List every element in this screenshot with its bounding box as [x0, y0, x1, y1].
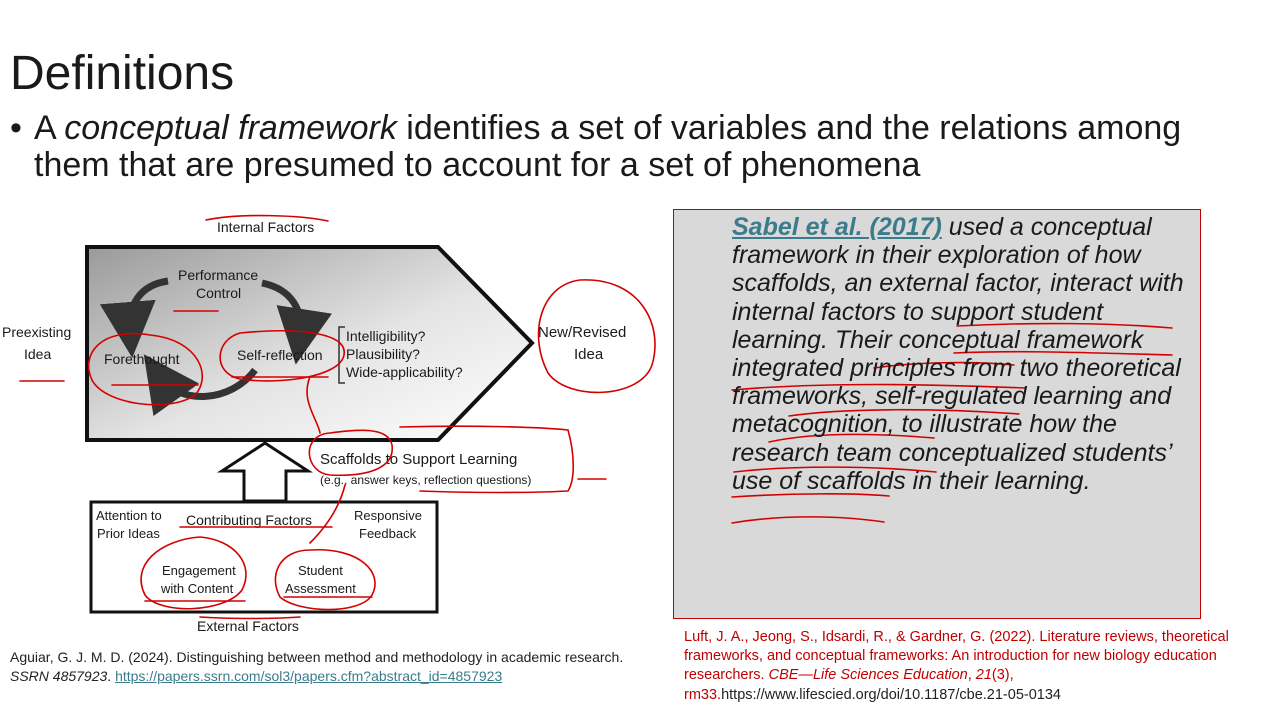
criteria-wide-applicability: Wide-applicability? [346, 364, 463, 380]
slide-title: Definitions [10, 47, 235, 100]
internal-factors-arrow-shape [85, 245, 535, 442]
performance-label-2: Control [196, 285, 241, 301]
performance-label-1: Performance [178, 267, 258, 283]
external-factors-box [89, 500, 439, 614]
handwritten-annotations [19, 214, 656, 620]
external-factors-label: External Factors [197, 618, 299, 634]
cycle-arrow-left [99, 277, 169, 358]
scaffolds-examples: (e.g., answer keys, reflection questions… [320, 473, 531, 487]
lifescied-doi-link[interactable]: https://www.lifescied.org/doi/10.1187/cb… [721, 686, 1061, 703]
citation-left-journal: SSRN 4857923 [10, 668, 108, 684]
self-reflection-label: Self-reflection [237, 347, 323, 363]
contributing-factors-label: Contributing Factors [186, 512, 312, 528]
citation-left-text: Aguiar, G. J. M. D. (2024). Distinguishi… [10, 649, 624, 665]
ssrn-link[interactable]: https://papers.ssrn.com/sol3/papers.cfm?… [115, 668, 503, 684]
preexisting-label-1: Preexisting [2, 324, 71, 340]
criteria-bracket [338, 326, 345, 384]
callout-text: Sabel et al. (2017) used a conceptual fr… [732, 213, 1194, 495]
bullet-text: A conceptual framework identifies a set … [34, 110, 1254, 184]
citation-luft: Luft, J. A., Jeong, S., Idsardi, R., & G… [684, 628, 1244, 705]
citation-right-sep: , [967, 667, 976, 684]
preexisting-label-2: Idea [24, 346, 51, 362]
citation-right-text: Luft, J. A., Jeong, S., Idsardi, R., & G… [684, 629, 1229, 684]
student-label-2: Assessment [285, 581, 356, 596]
conceptual-framework-diagram: Internal Factors Preexisting Idea Perfor… [2, 214, 656, 634]
callout-box: Sabel et al. (2017) used a conceptual fr… [673, 209, 1201, 619]
new-idea-label-1: New/Revised [538, 324, 626, 341]
bullet-pre: A [34, 109, 65, 147]
responsive-label-2: Feedback [359, 526, 417, 541]
criteria-intelligibility: Intelligibility? [346, 328, 426, 344]
citation-right-volume: 21 [975, 667, 992, 684]
internal-factors-label: Internal Factors [217, 219, 314, 235]
bullet-post: identifies a set of variables and the re… [34, 109, 1182, 184]
forethought-label: Forethought [104, 351, 180, 367]
citation-aguiar: Aguiar, G. J. M. D. (2024). Distinguishi… [10, 648, 650, 686]
bullet-dot: • [10, 109, 22, 147]
cycle-arrow-right [261, 279, 332, 365]
attention-label-2: Prior Ideas [97, 526, 160, 541]
engagement-label-1: Engagement [162, 563, 236, 578]
callout-annotations [731, 322, 1173, 524]
citation-right-issue: (3), rm33. [684, 667, 1014, 703]
callout-body: used a conceptual framework in their exp… [732, 213, 1184, 495]
citation-left-sep: . [107, 668, 116, 684]
responsive-label-1: Responsive [354, 508, 422, 523]
scaffolds-label: Scaffolds to Support Learning [320, 451, 517, 468]
contributing-up-arrow [216, 441, 314, 503]
student-label-1: Student [298, 563, 343, 578]
criteria-plausibility: Plausibility? [346, 346, 420, 362]
citation-right-journal: CBE—Life Sciences Education [768, 667, 968, 684]
sabel-link[interactable]: Sabel et al. (2017) [732, 213, 942, 241]
bullet-term: conceptual framework [64, 109, 397, 147]
engagement-label-2: with Content [160, 581, 234, 596]
new-idea-label-2: Idea [574, 346, 604, 363]
attention-label-1: Attention to [96, 508, 162, 523]
